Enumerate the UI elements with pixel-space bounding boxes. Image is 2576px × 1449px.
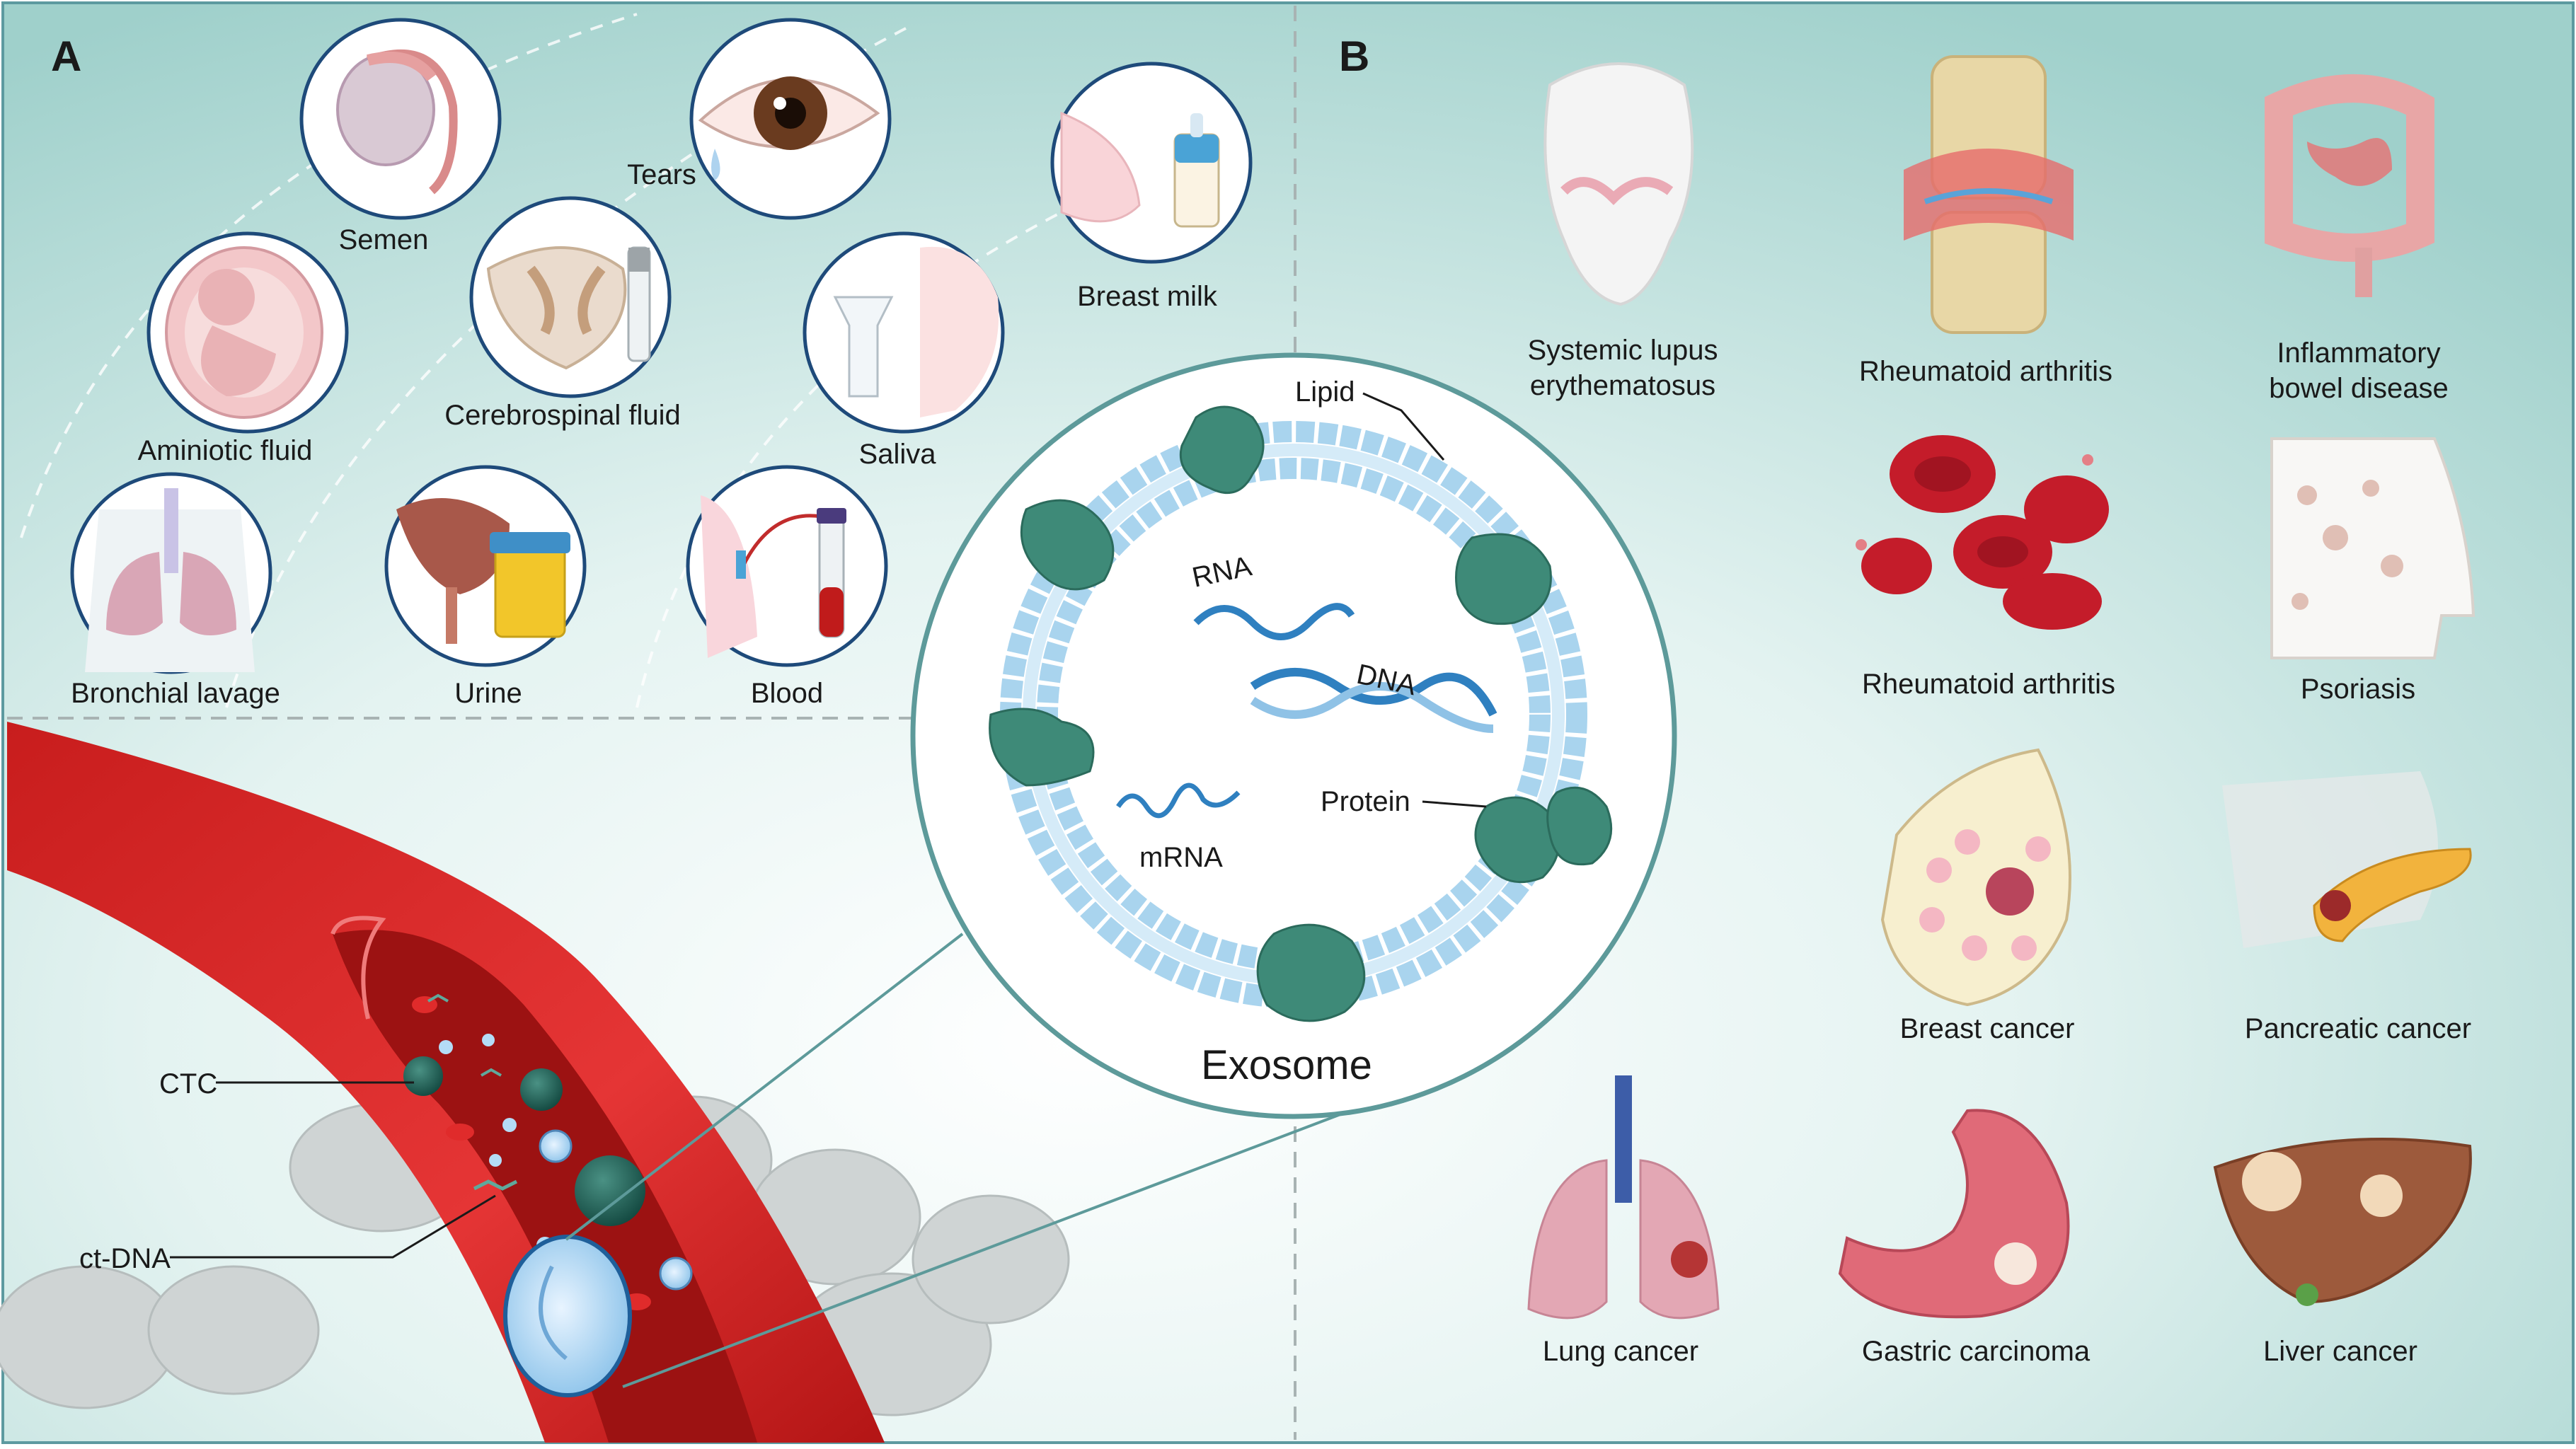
intestine-icon [2265,74,2434,297]
liver-icon [2213,1138,2472,1306]
disease-ra-joint: Rheumatoid arthritis [1859,55,2112,387]
spinal-cord-icon [486,246,651,370]
disease-ra-joint-label: Rheumatoid arthritis [1859,356,2112,387]
fluid-amniotic: Aminiotic fluid [138,231,349,466]
disease-breast-cancer-label: Breast cancer [1900,1013,2075,1044]
stomach-icon [1838,1109,2070,1319]
fluid-saliva: Saliva [803,231,1005,470]
disease-psoriasis-label: Psoriasis [2301,674,2415,705]
ctc-cell [403,1056,443,1096]
disease-ibd-label-2: bowel disease [2269,373,2449,404]
breast-tumor-icon [1880,748,2071,1007]
disease-liver-cancer: Liver cancer [2213,1138,2472,1367]
disease-psoriasis: Psoriasis [2270,437,2476,705]
panel-label-b: B [1339,33,1369,80]
disease-lupus-label-1: Systemic lupus [1528,335,1718,366]
fluid-semen-label: Semen [339,224,429,255]
blood-tube-icon [701,495,846,658]
lung-tumor-icon [1527,1075,1720,1320]
exosome-title: Exosome [1201,1042,1372,1088]
eye-icon [698,76,880,180]
fluid-tears: Tears [627,18,892,220]
fluid-tears-label: Tears [627,159,696,190]
exosome-in-vessel [503,1235,632,1397]
exosome-diagram: RNA DNA mRNA Lipid Protein Exosome [910,352,1677,1119]
fetus-icon [165,246,323,419]
fluid-semen: Semen [299,18,502,255]
fluid-amniotic-label: Aminiotic fluid [138,435,313,466]
disease-gastric-carcinoma: Gastric carcinoma [1838,1109,2091,1367]
urine-icon [396,498,570,644]
disease-pancreatic-cancer-label: Pancreatic cancer [2245,1013,2471,1044]
disease-breast-cancer: Breast cancer [1880,748,2075,1044]
disease-ra-blood-label: Rheumatoid arthritis [1862,669,2115,700]
disease-pancreatic-cancer: Pancreatic cancer [2222,771,2472,1044]
disease-ra-blood: Rheumatoid arthritis [1856,435,2115,700]
fluid-blood-label: Blood [751,678,823,709]
ctdna-label: ct-DNA [79,1243,171,1274]
skin-back-icon [2270,437,2476,659]
protein-label: Protein [1321,786,1410,817]
disease-lung-cancer: Lung cancer [1527,1075,1720,1367]
ctc-label: CTC [159,1068,217,1099]
fluid-blood: Blood [686,465,888,709]
ctdna-strand [473,1179,518,1191]
fluid-breast-milk-label: Breast milk [1077,281,1218,312]
disease-gastric-carcinoma-label: Gastric carcinoma [1862,1336,2091,1367]
fluid-urine-label: Urine [454,678,522,709]
blood-particles [403,993,693,1310]
fluid-breast-milk: Breast milk [1050,62,1253,312]
lungs-icon [85,488,255,672]
disease-lupus: Systemic lupus erythematosus [1528,62,1718,401]
pancreas-icon [2222,771,2472,948]
disease-liver-cancer-label: Liver cancer [2263,1336,2417,1367]
panel-a-fluids: Semen Tears Breast milk [70,18,1253,709]
lupus-face-icon [1543,62,1694,306]
vessel-lumen [333,930,757,1443]
disease-ibd: Inflammatory bowel disease [2265,74,2449,404]
knee-joint-icon [1904,55,2074,334]
panel-c-vessel: CTC ct-DNA [0,722,1388,1443]
rna-strand [1193,603,1355,640]
fluid-urine: Urine [384,465,587,709]
fluid-saliva-label: Saliva [859,439,937,470]
lipid-label: Lipid [1295,376,1355,408]
panel-label-a: A [51,33,81,80]
membrane-proteins [989,405,1613,1022]
mrna-strand [1116,783,1241,819]
fluid-csf-label: Cerebrospinal fluid [444,400,681,431]
testis-icon [336,50,458,195]
red-blood-cells-icon [1856,435,2109,630]
fluid-csf: Cerebrospinal fluid [444,196,681,431]
fluid-bronchial: Bronchial lavage [70,472,280,709]
breast-milk-icon [1060,111,1220,228]
fluid-bronchial-label: Bronchial lavage [71,678,280,709]
saliva-icon [833,246,999,417]
disease-lupus-label-2: erythematosus [1530,370,1715,401]
dna-helix [1250,668,1497,733]
disease-lung-cancer-label: Lung cancer [1543,1336,1698,1367]
disease-ibd-label-1: Inflammatory [2277,337,2440,369]
panel-b-diseases: Systemic lupus erythematosus Rheumatoid … [1527,55,2476,1367]
mrna-label: mRNA [1139,842,1223,873]
